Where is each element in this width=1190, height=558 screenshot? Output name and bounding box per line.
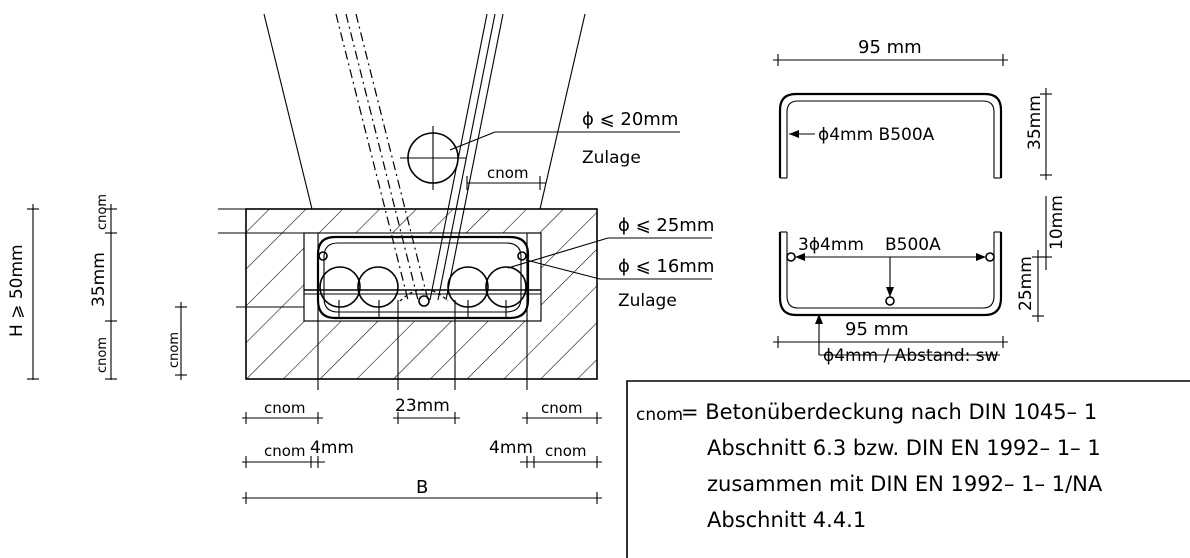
label-4mm-left: 4mm — [310, 438, 354, 458]
label-cnom-b2: cnom — [541, 399, 583, 417]
stirrup-loop — [316, 235, 530, 320]
stirrup-detail: 95 mm 35mm ϕ4mm B500A — [773, 37, 1052, 180]
label-h50: H ⩾ 50mm — [7, 244, 27, 337]
label-phi16: ϕ ⩽ 16mm — [618, 256, 714, 277]
label-cnom-top: cnom — [487, 164, 529, 182]
left-dimensions: H ⩾ 50mm cnom 35mm cnom cnom — [7, 194, 187, 380]
label-35mm-left: 35mm — [89, 252, 109, 307]
label-stirrup-bar: ϕ4mm B500A — [818, 125, 935, 145]
label-95mm-bottom: 95 mm — [845, 319, 909, 340]
label-phi25: ϕ ⩽ 25mm — [618, 215, 714, 236]
label-spacing: ϕ4mm / Abstand: sw — [823, 346, 999, 366]
rebar — [357, 266, 399, 308]
label-95mm-top: 95 mm — [858, 37, 922, 58]
rebar-small — [418, 295, 430, 307]
legend-box: cnom = Betonüberdeckung nach DIN 1045– 1… — [626, 380, 1190, 558]
bottom-dimensions: cnom 23mm cnom cnom 4mm 4mm cnom B — [242, 396, 602, 504]
bottom-extension-lines — [317, 300, 528, 390]
label-10mm: 10mm — [1047, 195, 1067, 250]
rebar-small — [318, 251, 328, 261]
rebar-small — [517, 251, 527, 261]
legend-line-2: Abschnitt 6.3 bzw. DIN EN 1992– 1– 1 — [707, 436, 1101, 460]
basket-bar — [985, 252, 995, 262]
basket-bar — [786, 252, 796, 262]
label-23mm: 23mm — [395, 396, 450, 416]
label-phi20: ϕ ⩽ 20mm — [582, 109, 678, 130]
label-cnom-left-top: cnom — [95, 194, 110, 230]
label-35mm-stirrup: 35mm — [1025, 95, 1045, 150]
label-25mm: 25mm — [1016, 256, 1036, 311]
label-cnom-left-bottom: cnom — [95, 337, 110, 373]
legend-line-4: Abschnitt 4.4.1 — [707, 508, 866, 532]
stirrup-u-shape — [778, 92, 1003, 178]
rebar — [319, 266, 361, 308]
basket-bar — [885, 296, 895, 306]
vibrator-lines — [263, 13, 586, 301]
label-basket-grade: B500A — [885, 235, 941, 255]
basket-u-shape — [778, 232, 1003, 317]
label-zulage-mid: Zulage — [618, 291, 677, 311]
spacer-basket-detail: 3ϕ4mm B500A 10mm 25mm 95 mm ϕ4mm / Absta… — [773, 195, 1067, 366]
legend-line-3: zusammen mit DIN EN 1992– 1– 1/NA — [707, 472, 1103, 496]
legend-line-1: = Betonüberdeckung nach DIN 1045– 1 — [681, 400, 1097, 424]
label-cnom-b4: cnom — [545, 442, 587, 460]
label-cnom-b1: cnom — [264, 399, 306, 417]
label-cnom-left-single: cnom — [167, 332, 182, 368]
beam-cross-section — [245, 208, 598, 380]
label-cnom-b3: cnom — [264, 442, 306, 460]
label-zulage-top: Zulage — [582, 148, 641, 168]
legend-symbol: cnom — [636, 405, 683, 425]
label-b: B — [416, 477, 428, 498]
label-4mm-right: 4mm — [489, 438, 533, 458]
label-basket-bars: 3ϕ4mm — [798, 235, 864, 255]
